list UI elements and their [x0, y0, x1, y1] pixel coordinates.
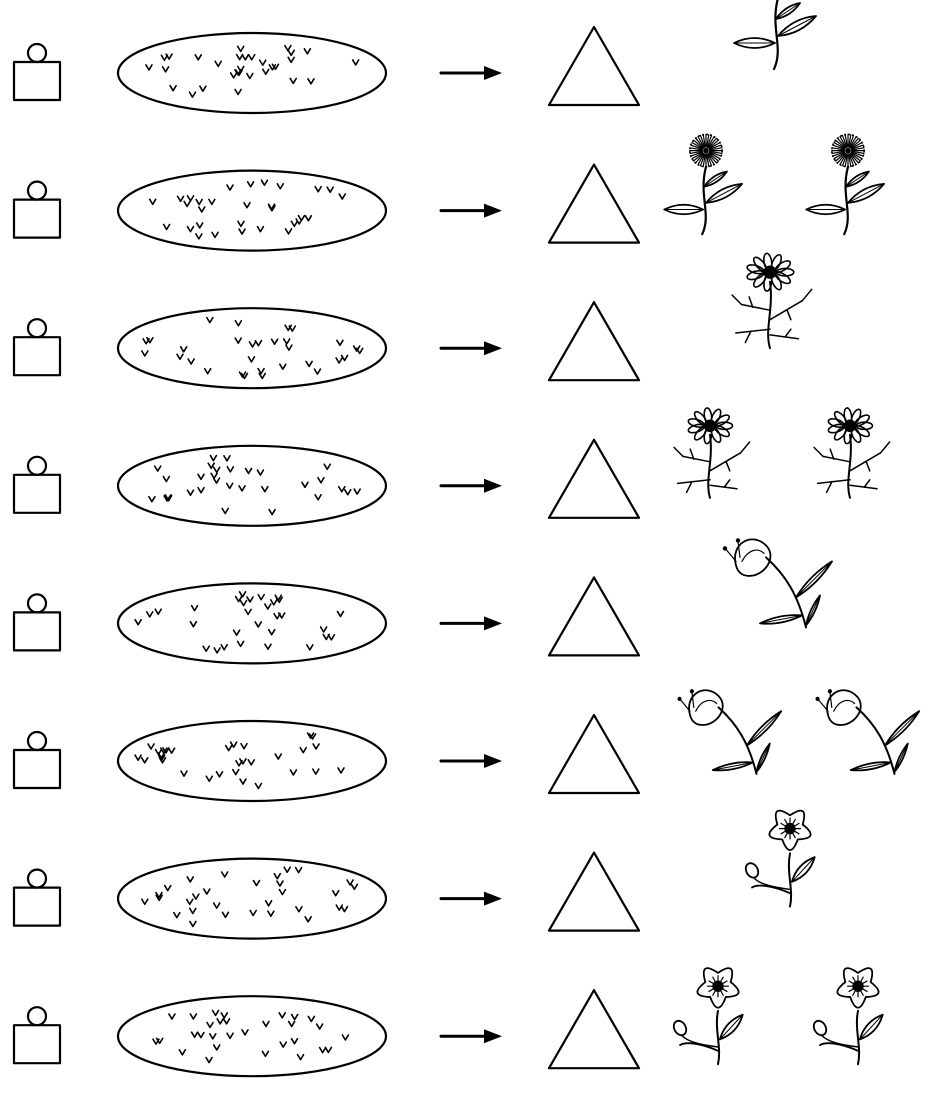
worksheet-row — [14, 968, 883, 1076]
triangle-shape — [549, 165, 639, 243]
person-body-icon — [14, 888, 60, 926]
person-body-icon — [14, 750, 60, 788]
worksheet-row — [14, 134, 884, 250]
meadow-oval — [118, 996, 386, 1076]
worksheet-row — [14, 689, 919, 801]
person-head-icon — [28, 319, 46, 337]
arrow-head-icon — [484, 1029, 502, 1043]
meadow-oval — [118, 446, 386, 526]
poppy-icon — [743, 811, 814, 907]
person-head-icon — [28, 44, 46, 62]
meadow-oval — [118, 33, 386, 113]
poppy-icon — [671, 968, 882, 1064]
arrow-head-icon — [484, 66, 502, 80]
meadow-oval — [118, 583, 386, 663]
person-body-icon — [14, 612, 60, 650]
meadow-oval — [118, 171, 386, 251]
meadow-grass-marks — [142, 867, 358, 926]
person-body-icon — [14, 475, 60, 513]
worksheet-row — [14, 253, 812, 388]
triangle-shape — [549, 27, 639, 105]
person-head-icon — [28, 182, 46, 200]
meadow-grass-marks — [150, 180, 346, 239]
bellflower-icon — [677, 689, 919, 774]
worksheet-row — [14, 407, 890, 525]
person-body-icon — [14, 1025, 60, 1063]
triangle-shape — [549, 990, 639, 1068]
person-head-icon — [28, 1007, 46, 1025]
person-body-icon — [14, 62, 60, 100]
meadow-grass-marks — [149, 456, 360, 515]
meadow-grass-marks — [142, 318, 363, 379]
meadow-oval — [118, 308, 386, 388]
triangle-shape — [549, 715, 639, 793]
dandelion-icon — [734, 0, 816, 69]
daisy-icon — [674, 407, 890, 497]
arrow-head-icon — [484, 479, 502, 493]
person-head-icon — [28, 732, 46, 750]
person-head-icon — [28, 870, 46, 888]
person-body-icon — [14, 200, 60, 238]
worksheet-row — [14, 538, 832, 663]
triangle-shape — [549, 853, 639, 931]
arrow-head-icon — [484, 892, 502, 906]
worksheet-row — [14, 0, 816, 113]
arrow-head-icon — [484, 754, 502, 768]
triangle-shape — [549, 440, 639, 518]
arrow-head-icon — [484, 204, 502, 218]
daisy-icon — [732, 253, 812, 348]
dandelion-icon — [664, 134, 884, 234]
meadow-grass-marks — [146, 46, 359, 98]
worksheet-row — [14, 811, 815, 939]
person-head-icon — [28, 457, 46, 475]
arrow-head-icon — [484, 616, 502, 630]
arrow-head-icon — [484, 341, 502, 355]
meadow-grass-marks — [135, 592, 343, 653]
meadow-oval — [118, 721, 386, 801]
meadow-grass-marks — [135, 733, 344, 788]
bellflower-icon — [723, 538, 832, 627]
person-head-icon — [28, 594, 46, 612]
meadow-grass-marks — [153, 1010, 348, 1062]
triangle-shape — [549, 577, 639, 655]
triangle-shape — [549, 302, 639, 380]
person-body-icon — [14, 337, 60, 375]
